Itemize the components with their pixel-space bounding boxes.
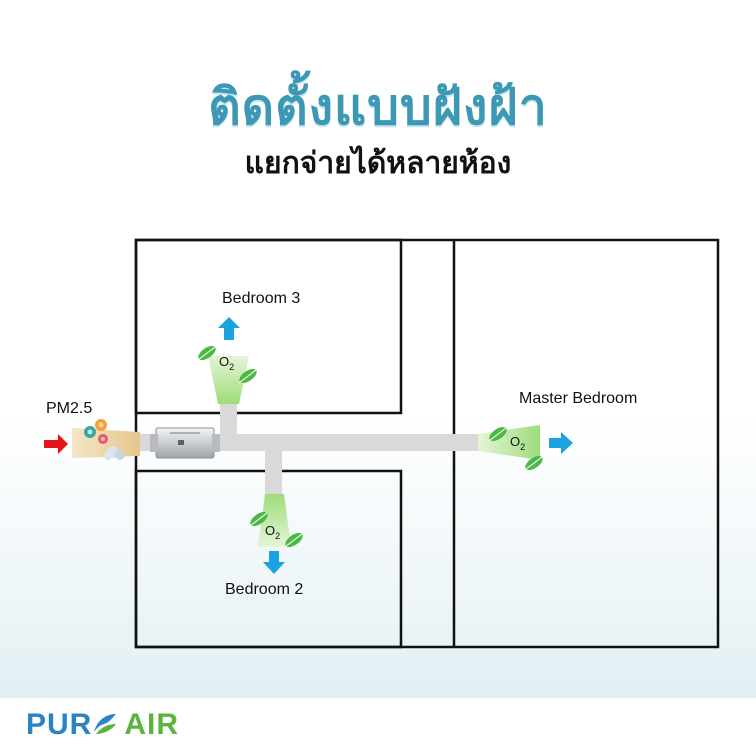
ventilation-unit-icon [150,427,220,459]
supply-arrow-bedroom2-icon [263,551,285,574]
footer-bar [0,698,756,756]
page-title: ติดตั้งแบบฝังฝ้า [208,78,548,136]
leaf-icon [524,455,543,471]
bedroom3-wall [134,238,403,415]
master-vent: O2 [478,425,573,471]
intake-arrow-icon [44,434,68,454]
bedroom3-vent: O2 [197,317,257,404]
brand-logo: PUR AIR [26,708,179,742]
pollutant-icon [84,419,125,460]
supply-arrow-bedroom3-icon [218,317,240,340]
intake-label: PM2.5 [46,400,93,417]
room-label-master-bedroom: Master Bedroom [519,390,638,407]
leaf-icon [249,511,268,527]
room-label-bedroom2: Bedroom 2 [225,581,304,598]
duct-network [140,400,482,495]
page-subtitle: แยกจ่ายได้หลายห้อง [244,146,512,181]
supply-arrow-master-icon [549,432,573,454]
vent-master-bedroom [478,425,540,460]
brand-logo-part2: AIR [124,708,180,741]
duct-branch-bedroom2 [265,445,282,495]
leaf-icon [488,426,507,442]
vent-bedroom2 [258,494,291,547]
leaf-icon [197,345,216,361]
brand-logo-part1: PUR [26,708,93,741]
leaf-icon [238,368,257,384]
bedroom2-vent: O2 [249,494,303,574]
room-label-bedroom3: Bedroom 3 [222,290,301,307]
vent-bedroom3 [208,356,249,404]
leaf-icon [284,532,303,548]
leaf-logo-icon [94,714,117,734]
duct-branch-bedroom3 [220,400,237,440]
